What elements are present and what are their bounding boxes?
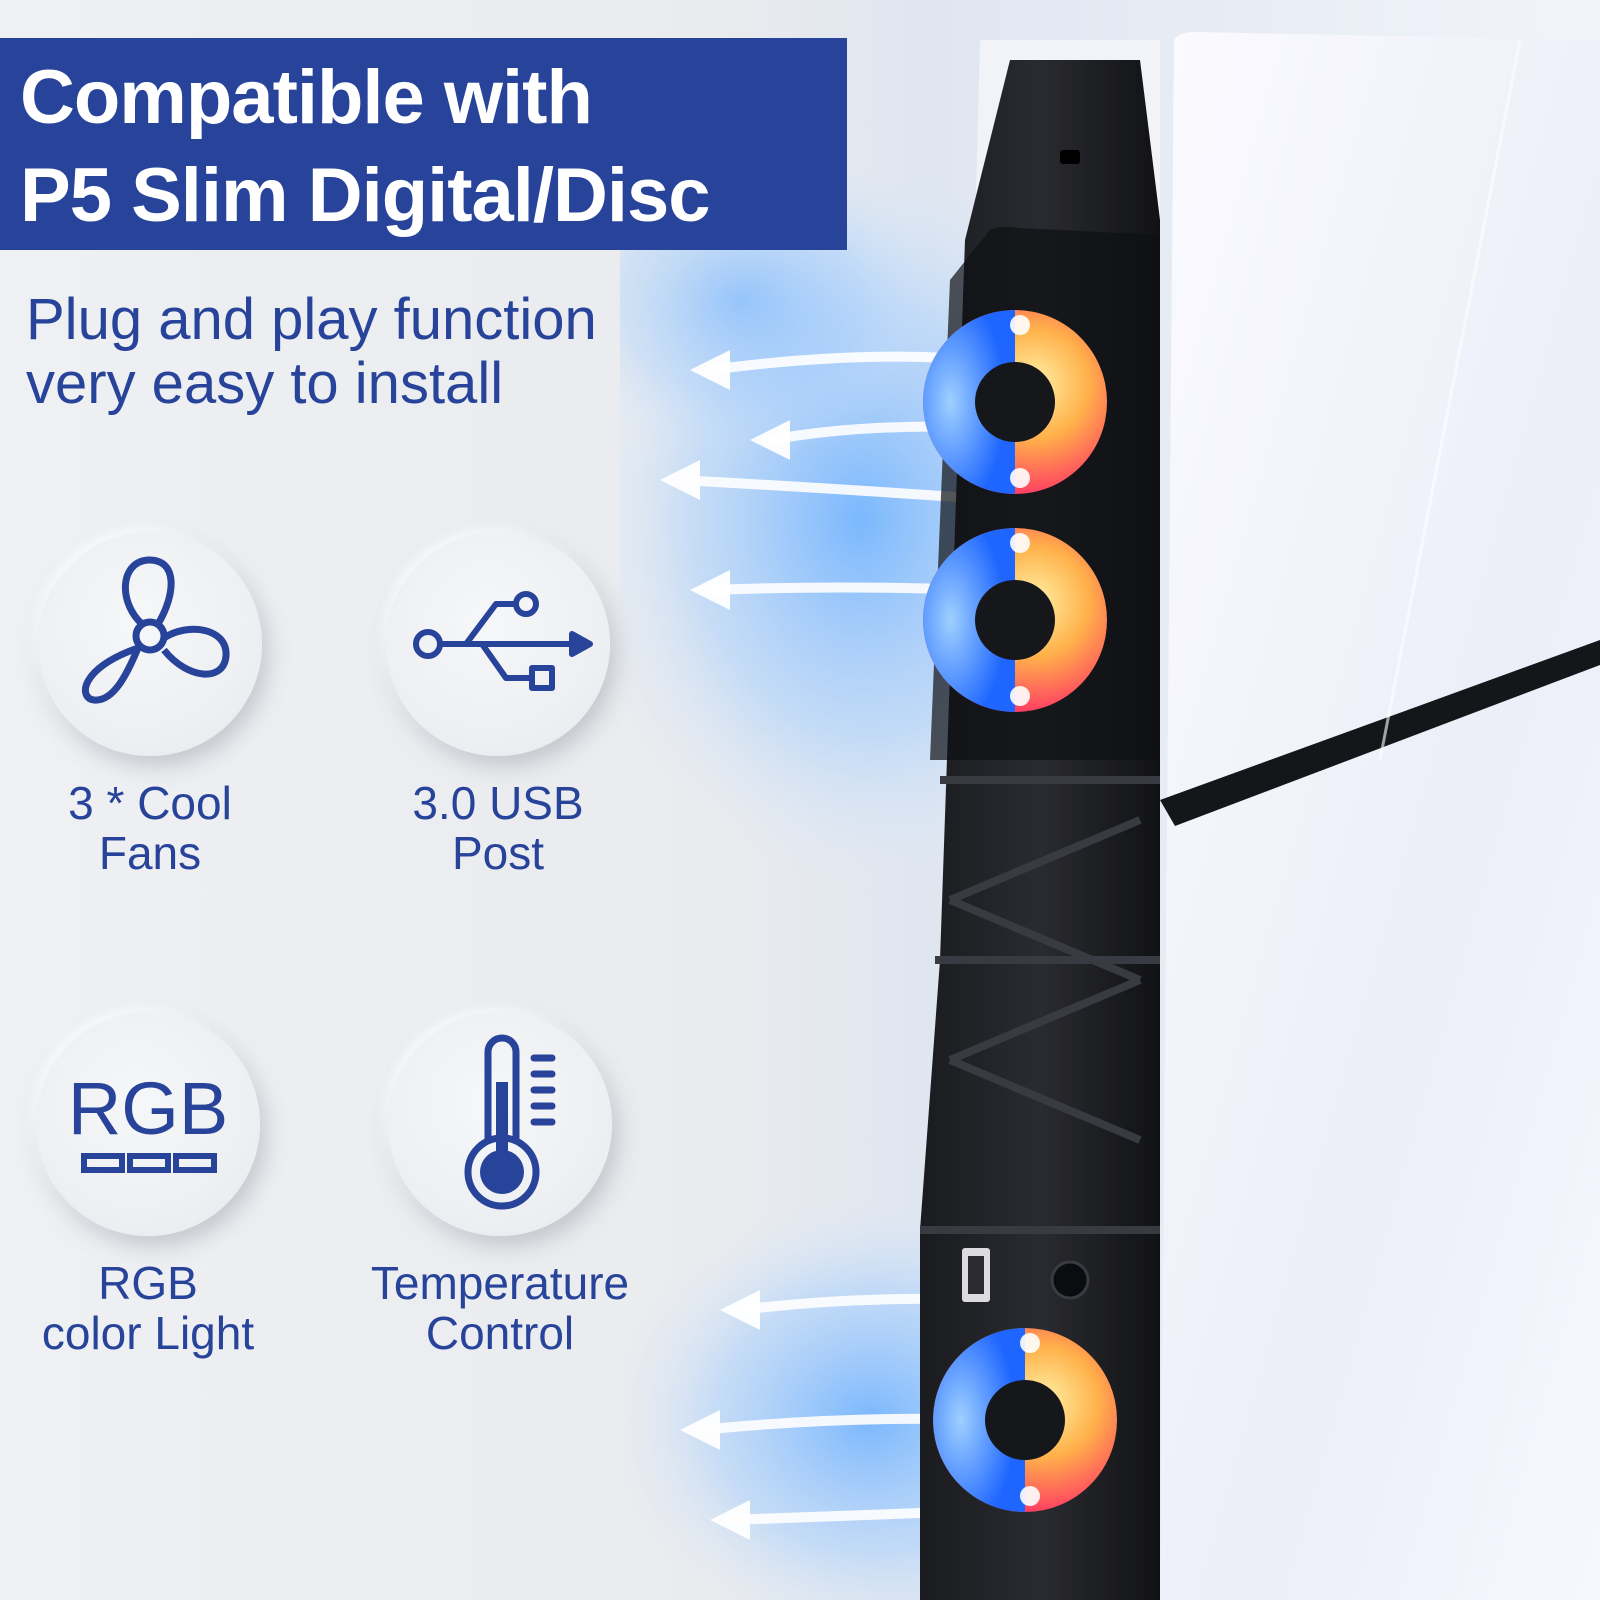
feature-caption: Temperature Control [335,1258,665,1358]
subtitle-line-1: Plug and play function [26,287,597,352]
usb-icon [413,591,593,691]
feature-caption-line-1: RGB [98,1257,198,1309]
feature-caption-line-2: Fans [98,827,202,879]
subtitle: Plug and play function very easy to inst… [26,288,597,416]
fan-bottom [933,1328,1117,1512]
feature-caption-line-2: Control [425,1307,575,1359]
feature-temperature-control: Temperature Control [335,1012,665,1358]
feature-usb-port: 3.0 USB Post [333,532,663,878]
feature-caption: 3 * Cool Fans [0,778,315,878]
banner-title-line-2: P5 Slim Digital/Disc [20,153,711,238]
feature-icon-disc [386,532,610,756]
subtitle-line-2: very easy to install [26,351,504,416]
feature-icon-disc [38,532,262,756]
feature-icon-disc: RGB [36,1012,260,1236]
feature-caption-line-2: color Light [41,1307,255,1359]
feature-rgb-light: RGB RGB color Light [0,1012,313,1358]
thermometer-icon [464,1034,556,1210]
feature-caption: 3.0 USB Post [333,778,663,878]
rgb-icon: RGB [68,1067,228,1173]
feature-caption-line-1: 3 * Cool [68,777,232,829]
title-banner: Compatible with P5 Slim Digital/Disc [0,38,847,250]
feature-caption: RGB color Light [0,1258,313,1358]
fan-icon [82,556,230,704]
fan-top [923,310,1107,494]
rgb-icon-text: RGB [68,1067,228,1150]
feature-caption-line-1: Temperature [370,1257,630,1309]
feature-caption-line-2: Post [451,827,545,879]
banner-title-line-1: Compatible with [20,55,593,140]
feature-caption-line-1: 3.0 USB [412,777,584,829]
fan-middle [923,528,1107,712]
feature-cool-fans: 3 * Cool Fans [0,532,315,878]
console-cooling-fan-illustration [620,32,1600,1600]
feature-icon-disc [388,1012,612,1236]
